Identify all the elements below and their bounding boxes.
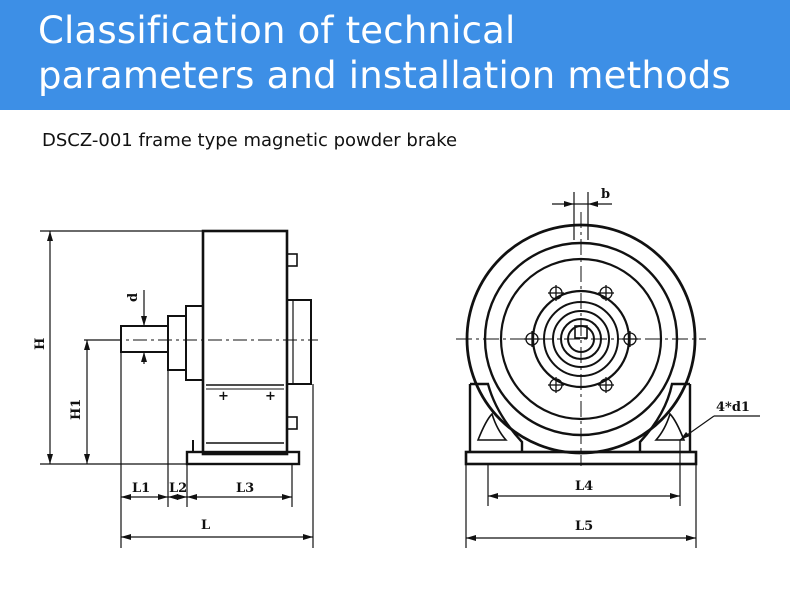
dim-label-L: L (201, 518, 210, 533)
side-view-rear-cover (286, 299, 312, 385)
bolt-hole-icon (598, 285, 614, 301)
dim-label-mount-holes: 4*d1 (716, 400, 750, 415)
front-view-bolt-holes (524, 285, 638, 393)
dim-label-H1: H1 (69, 399, 84, 420)
page-title-line-2: parameters and installation methods (38, 54, 731, 97)
dim-label-L1: L1 (132, 481, 150, 496)
dim-label-b: b (601, 187, 610, 202)
dim-label-L2: L2 (169, 481, 187, 496)
front-view-centerlines (456, 212, 706, 466)
side-view (108, 229, 318, 466)
side-view-shaft (120, 325, 169, 353)
dim-label-H: H (33, 338, 48, 350)
side-view-top-nub (286, 253, 298, 267)
side-view-front-hub (185, 305, 204, 381)
side-view-plus-left: + (218, 389, 229, 404)
front-view-dimensions (465, 192, 760, 548)
dim-label-L4: L4 (575, 479, 593, 494)
bolt-hole-icon (524, 331, 540, 347)
dim-label-d: d (126, 293, 141, 302)
bolt-hole-icon (622, 331, 638, 347)
dim-label-L3: L3 (236, 481, 254, 496)
side-view-drum (201, 229, 289, 456)
bolt-hole-icon (548, 285, 564, 301)
page-title: Classification of technical parameters a… (38, 8, 731, 98)
bolt-hole-icon (598, 377, 614, 393)
side-view-arrowheads (47, 231, 313, 540)
side-view-plus-right: + (265, 389, 276, 404)
front-view-arrowheads (466, 201, 696, 541)
dim-label-L5: L5 (575, 519, 593, 534)
side-view-dimensions (40, 230, 314, 548)
bolt-hole-icon (548, 377, 564, 393)
side-view-base (185, 450, 301, 466)
page-title-line-1: Classification of technical (38, 9, 516, 52)
title-banner: Classification of technical parameters a… (0, 0, 790, 110)
product-subtitle: DSCZ-001 frame type magnetic powder brak… (42, 130, 458, 151)
